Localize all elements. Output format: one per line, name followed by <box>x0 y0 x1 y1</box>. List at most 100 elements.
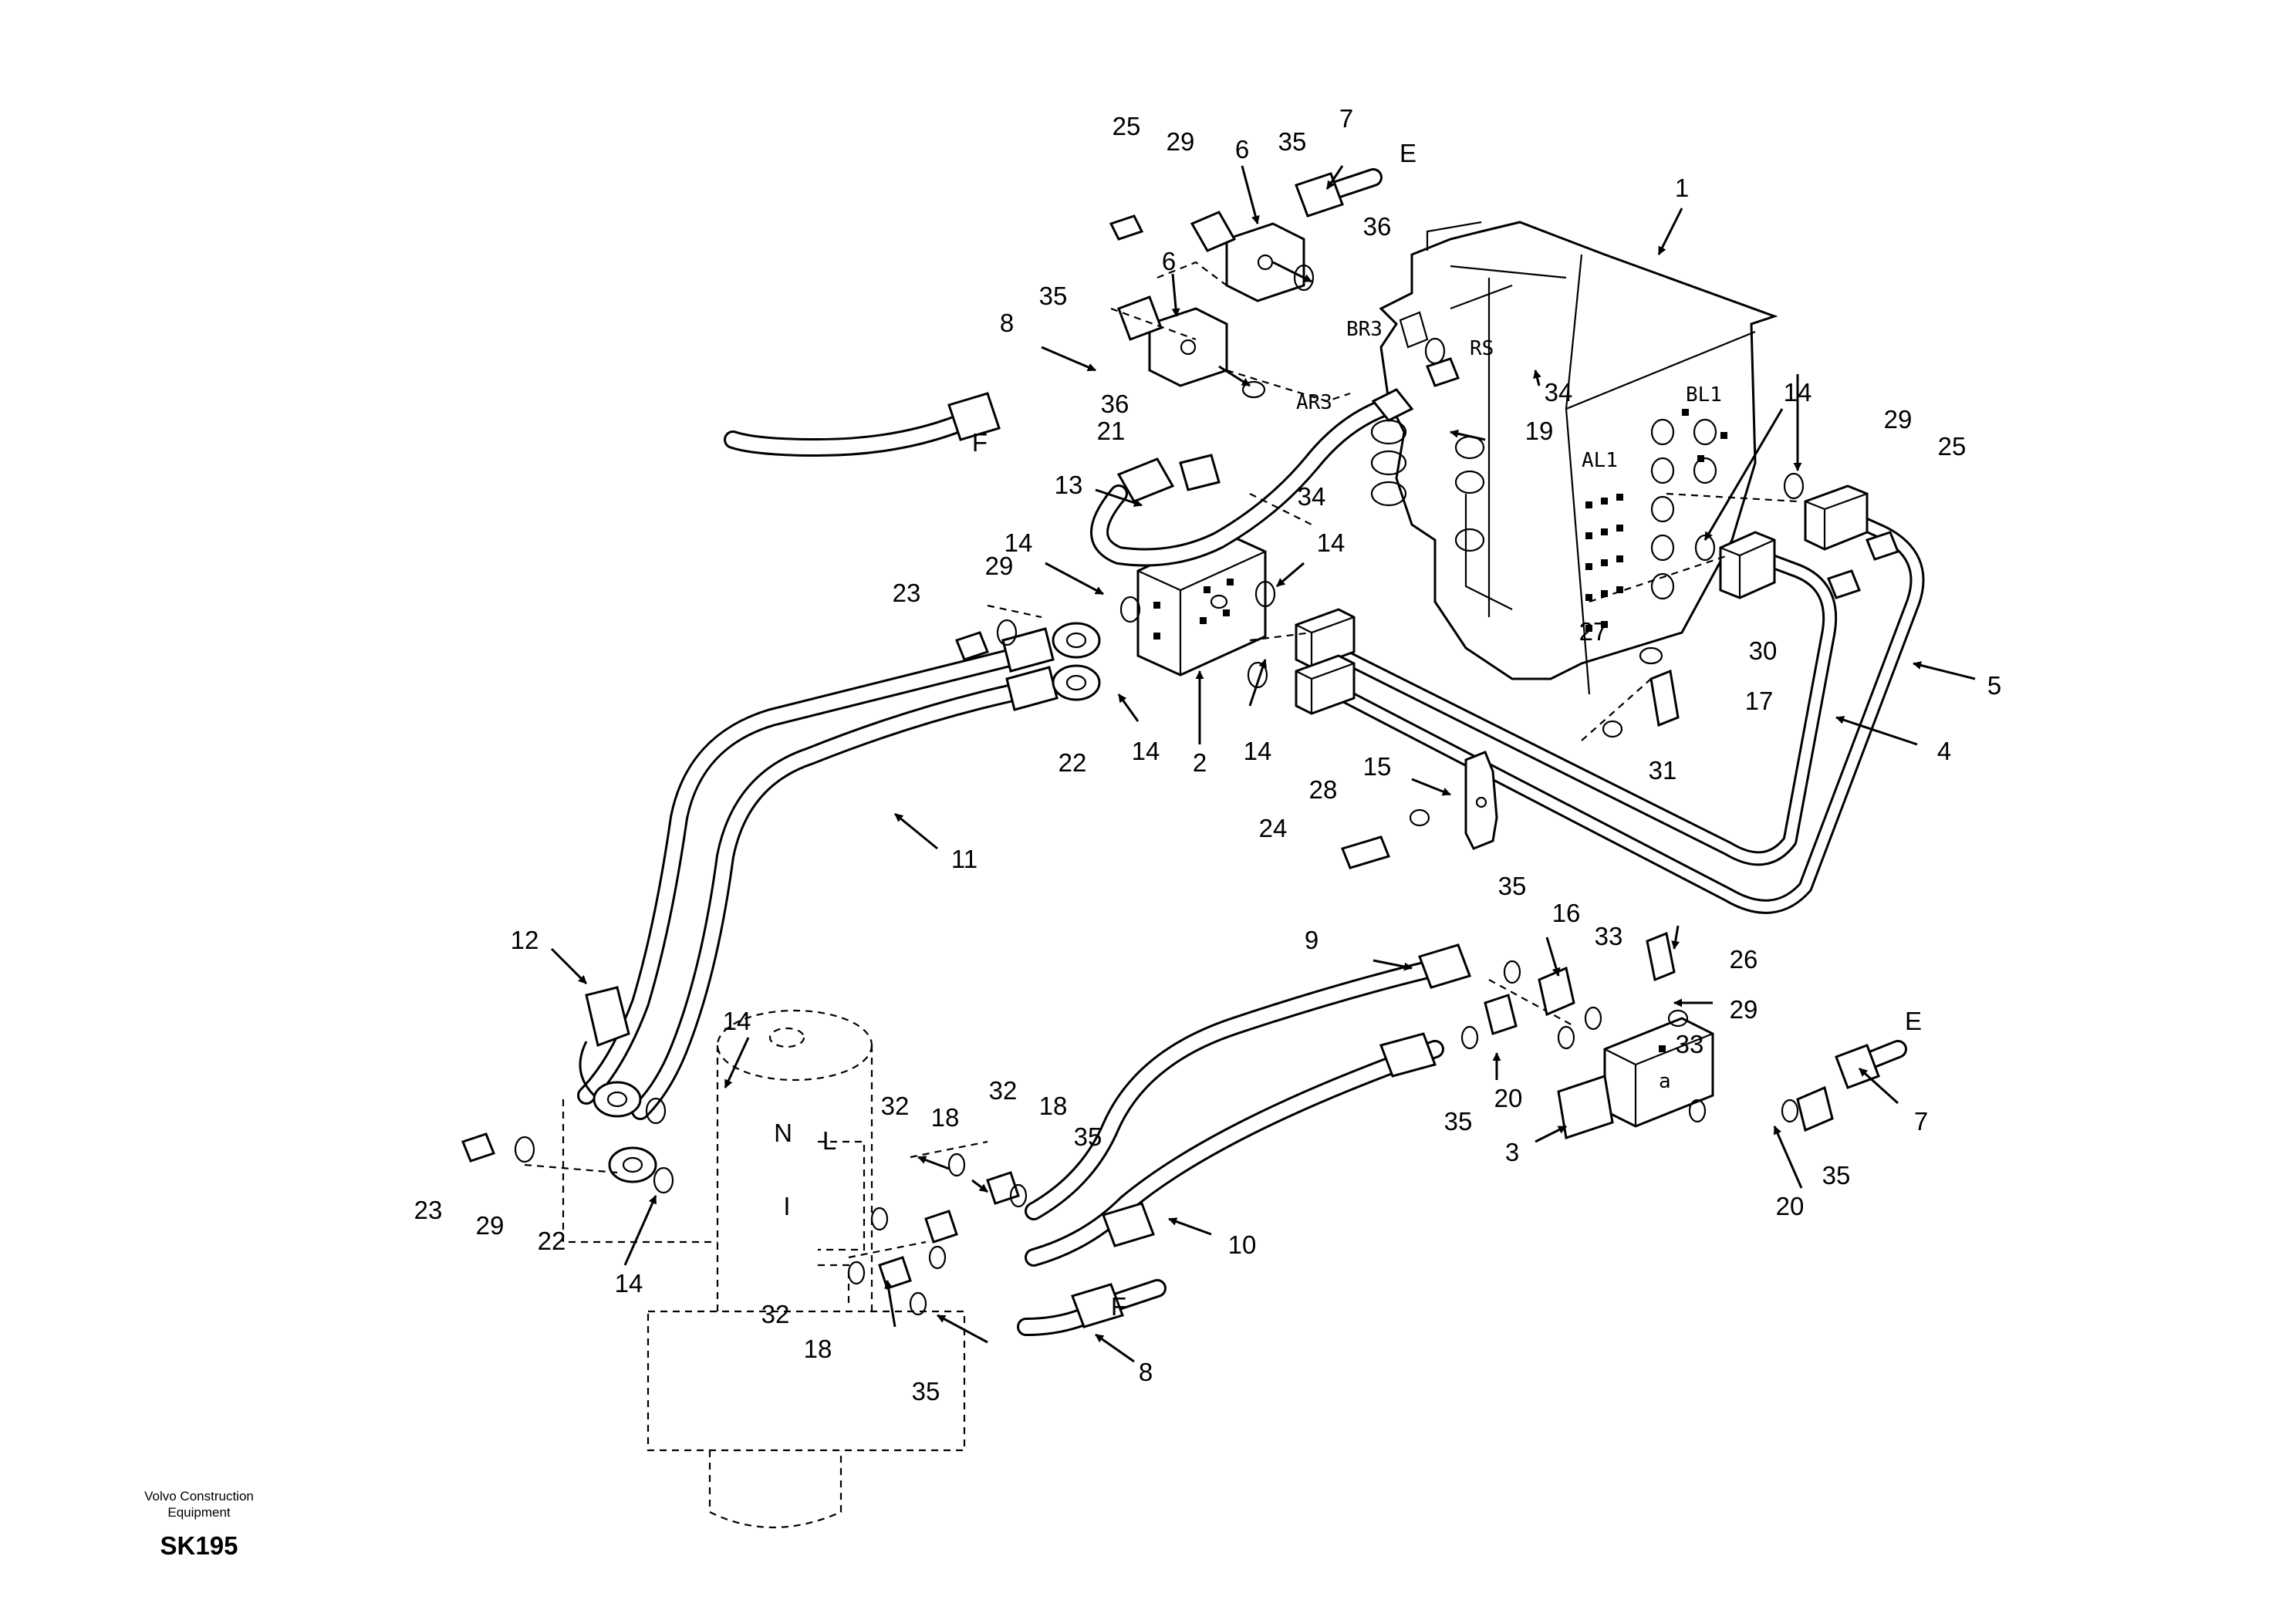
footer-model: SK195 <box>160 1531 238 1560</box>
callout-35-e: 35 <box>1074 1122 1102 1151</box>
callout-32-c: 32 <box>761 1300 790 1328</box>
callout-18-b: 18 <box>1039 1092 1068 1120</box>
callout-29-c: 29 <box>1884 405 1913 434</box>
callout-17: 17 <box>1745 687 1774 715</box>
callout-35-a: 35 <box>1278 127 1307 156</box>
callout-28: 28 <box>1309 775 1338 804</box>
valve-3 <box>1557 1017 1714 1139</box>
pipe-5 <box>1319 511 1925 914</box>
clamp-15 <box>1464 751 1498 850</box>
small-fittings <box>461 214 1899 1316</box>
port-labels: E E F F BR3 RS AR3 BL1 AL1 N L I a <box>774 139 1922 1321</box>
leader-lines <box>550 165 1976 1363</box>
callout-13: 13 <box>1055 471 1083 499</box>
port-br3: BR3 <box>1346 318 1383 341</box>
callout-32-a: 32 <box>881 1092 910 1120</box>
hose-8-upper <box>724 392 1001 457</box>
callout-35-b: 35 <box>1039 282 1068 310</box>
footer-company-line1: Volvo Construction <box>144 1489 254 1504</box>
callout-31: 31 <box>1649 756 1677 785</box>
callout-19: 19 <box>1525 417 1554 445</box>
callout-7-upper: 7 <box>1339 104 1353 133</box>
callout-14-g: 14 <box>615 1269 643 1298</box>
callout-6-lower: 6 <box>1162 247 1176 275</box>
callout-9: 9 <box>1305 926 1319 954</box>
swivel-joint-outline <box>562 1009 966 1529</box>
adapter-6-upper <box>1190 211 1305 302</box>
callout-2: 2 <box>1193 748 1207 777</box>
callout-1: 1 <box>1675 174 1689 202</box>
valve-bolt-holes <box>1585 409 1727 632</box>
hose-8-lower <box>1017 1279 1167 1336</box>
callout-33-a: 33 <box>1595 922 1623 950</box>
adapter-6-lower <box>1117 295 1228 387</box>
flange-22-upper <box>1052 622 1101 701</box>
port-al1: AL1 <box>1582 449 1618 472</box>
callout-15: 15 <box>1363 752 1392 781</box>
callout-22-a: 22 <box>1059 748 1087 777</box>
hose-10 <box>1025 1032 1444 1267</box>
footer: Volvo Construction Equipment SK195 <box>144 1489 254 1560</box>
callout-7-right: 7 <box>1914 1107 1928 1136</box>
callout-11: 11 <box>951 845 977 873</box>
callout-35-g: 35 <box>1822 1161 1851 1190</box>
port-i: I <box>783 1192 790 1220</box>
callout-25-a: 25 <box>1113 112 1141 140</box>
alignment-dashes <box>524 261 1798 1259</box>
hose-9 <box>1025 943 1471 1220</box>
callout-18-a: 18 <box>931 1103 960 1132</box>
callout-20-a: 20 <box>1494 1084 1523 1112</box>
port-n: N <box>774 1119 792 1147</box>
callout-34-a: 34 <box>1545 378 1573 407</box>
port-e-right: E <box>1905 1007 1922 1035</box>
port-e-upper: E <box>1400 139 1416 167</box>
callout-10: 10 <box>1228 1230 1257 1259</box>
callout-20-b: 20 <box>1776 1192 1805 1220</box>
callout-14-f: 14 <box>723 1007 751 1035</box>
callout-14-c: 14 <box>1132 737 1160 765</box>
callout-27: 27 <box>1579 617 1608 646</box>
callout-14-b: 14 <box>1317 528 1346 557</box>
callout-33-b: 33 <box>1676 1030 1704 1058</box>
callout-35-f: 35 <box>912 1377 940 1406</box>
callout-30: 30 <box>1749 636 1778 665</box>
flange-22-lower <box>593 1081 657 1183</box>
callout-3: 3 <box>1505 1138 1519 1166</box>
callout-36-a: 36 <box>1363 212 1392 241</box>
callout-24: 24 <box>1259 814 1288 842</box>
callout-4: 4 <box>1937 737 1951 765</box>
callout-26: 26 <box>1730 945 1758 974</box>
hose-7-upper <box>1295 168 1383 218</box>
callout-8-upper: 8 <box>1000 309 1014 337</box>
callout-23-a: 23 <box>893 579 921 607</box>
hose-12 <box>579 986 630 1097</box>
valve-port-bosses <box>1370 418 1717 600</box>
port-f-lower: F <box>1111 1292 1126 1321</box>
callout-14-d: 14 <box>1244 737 1272 765</box>
port-f-upper: F <box>972 428 988 457</box>
callout-22-b: 22 <box>538 1227 566 1255</box>
port-rs: RS <box>1470 337 1494 360</box>
callout-18-c: 18 <box>804 1335 832 1363</box>
callout-21: 21 <box>1097 417 1126 445</box>
callout-29-e: 29 <box>476 1211 505 1240</box>
port-bl1: BL1 <box>1686 383 1722 407</box>
callout-29-b: 29 <box>985 552 1014 580</box>
callout-29-d: 29 <box>1730 995 1758 1024</box>
callout-29-a: 29 <box>1167 127 1195 156</box>
callout-23-b: 23 <box>414 1196 443 1224</box>
callout-14-e: 14 <box>1784 378 1812 407</box>
callout-6-upper: 6 <box>1235 135 1249 164</box>
callout-5: 5 <box>1987 671 2001 700</box>
callout-labels: 1 2 3 4 5 6 6 7 7 8 8 9 10 11 12 13 14 1… <box>414 104 2002 1406</box>
pipe-4 <box>1319 552 1838 866</box>
footer-company-line2: Equipment <box>167 1505 231 1520</box>
callout-14-a: 14 <box>1004 528 1033 557</box>
port-l: L <box>822 1126 836 1155</box>
port-ar3: AR3 <box>1296 391 1332 414</box>
hose-11 <box>577 627 1059 1120</box>
hose-13 <box>1090 388 1414 567</box>
callout-12: 12 <box>511 926 539 954</box>
callout-8-lower: 8 <box>1139 1358 1153 1386</box>
callout-35-c: 35 <box>1498 872 1527 900</box>
